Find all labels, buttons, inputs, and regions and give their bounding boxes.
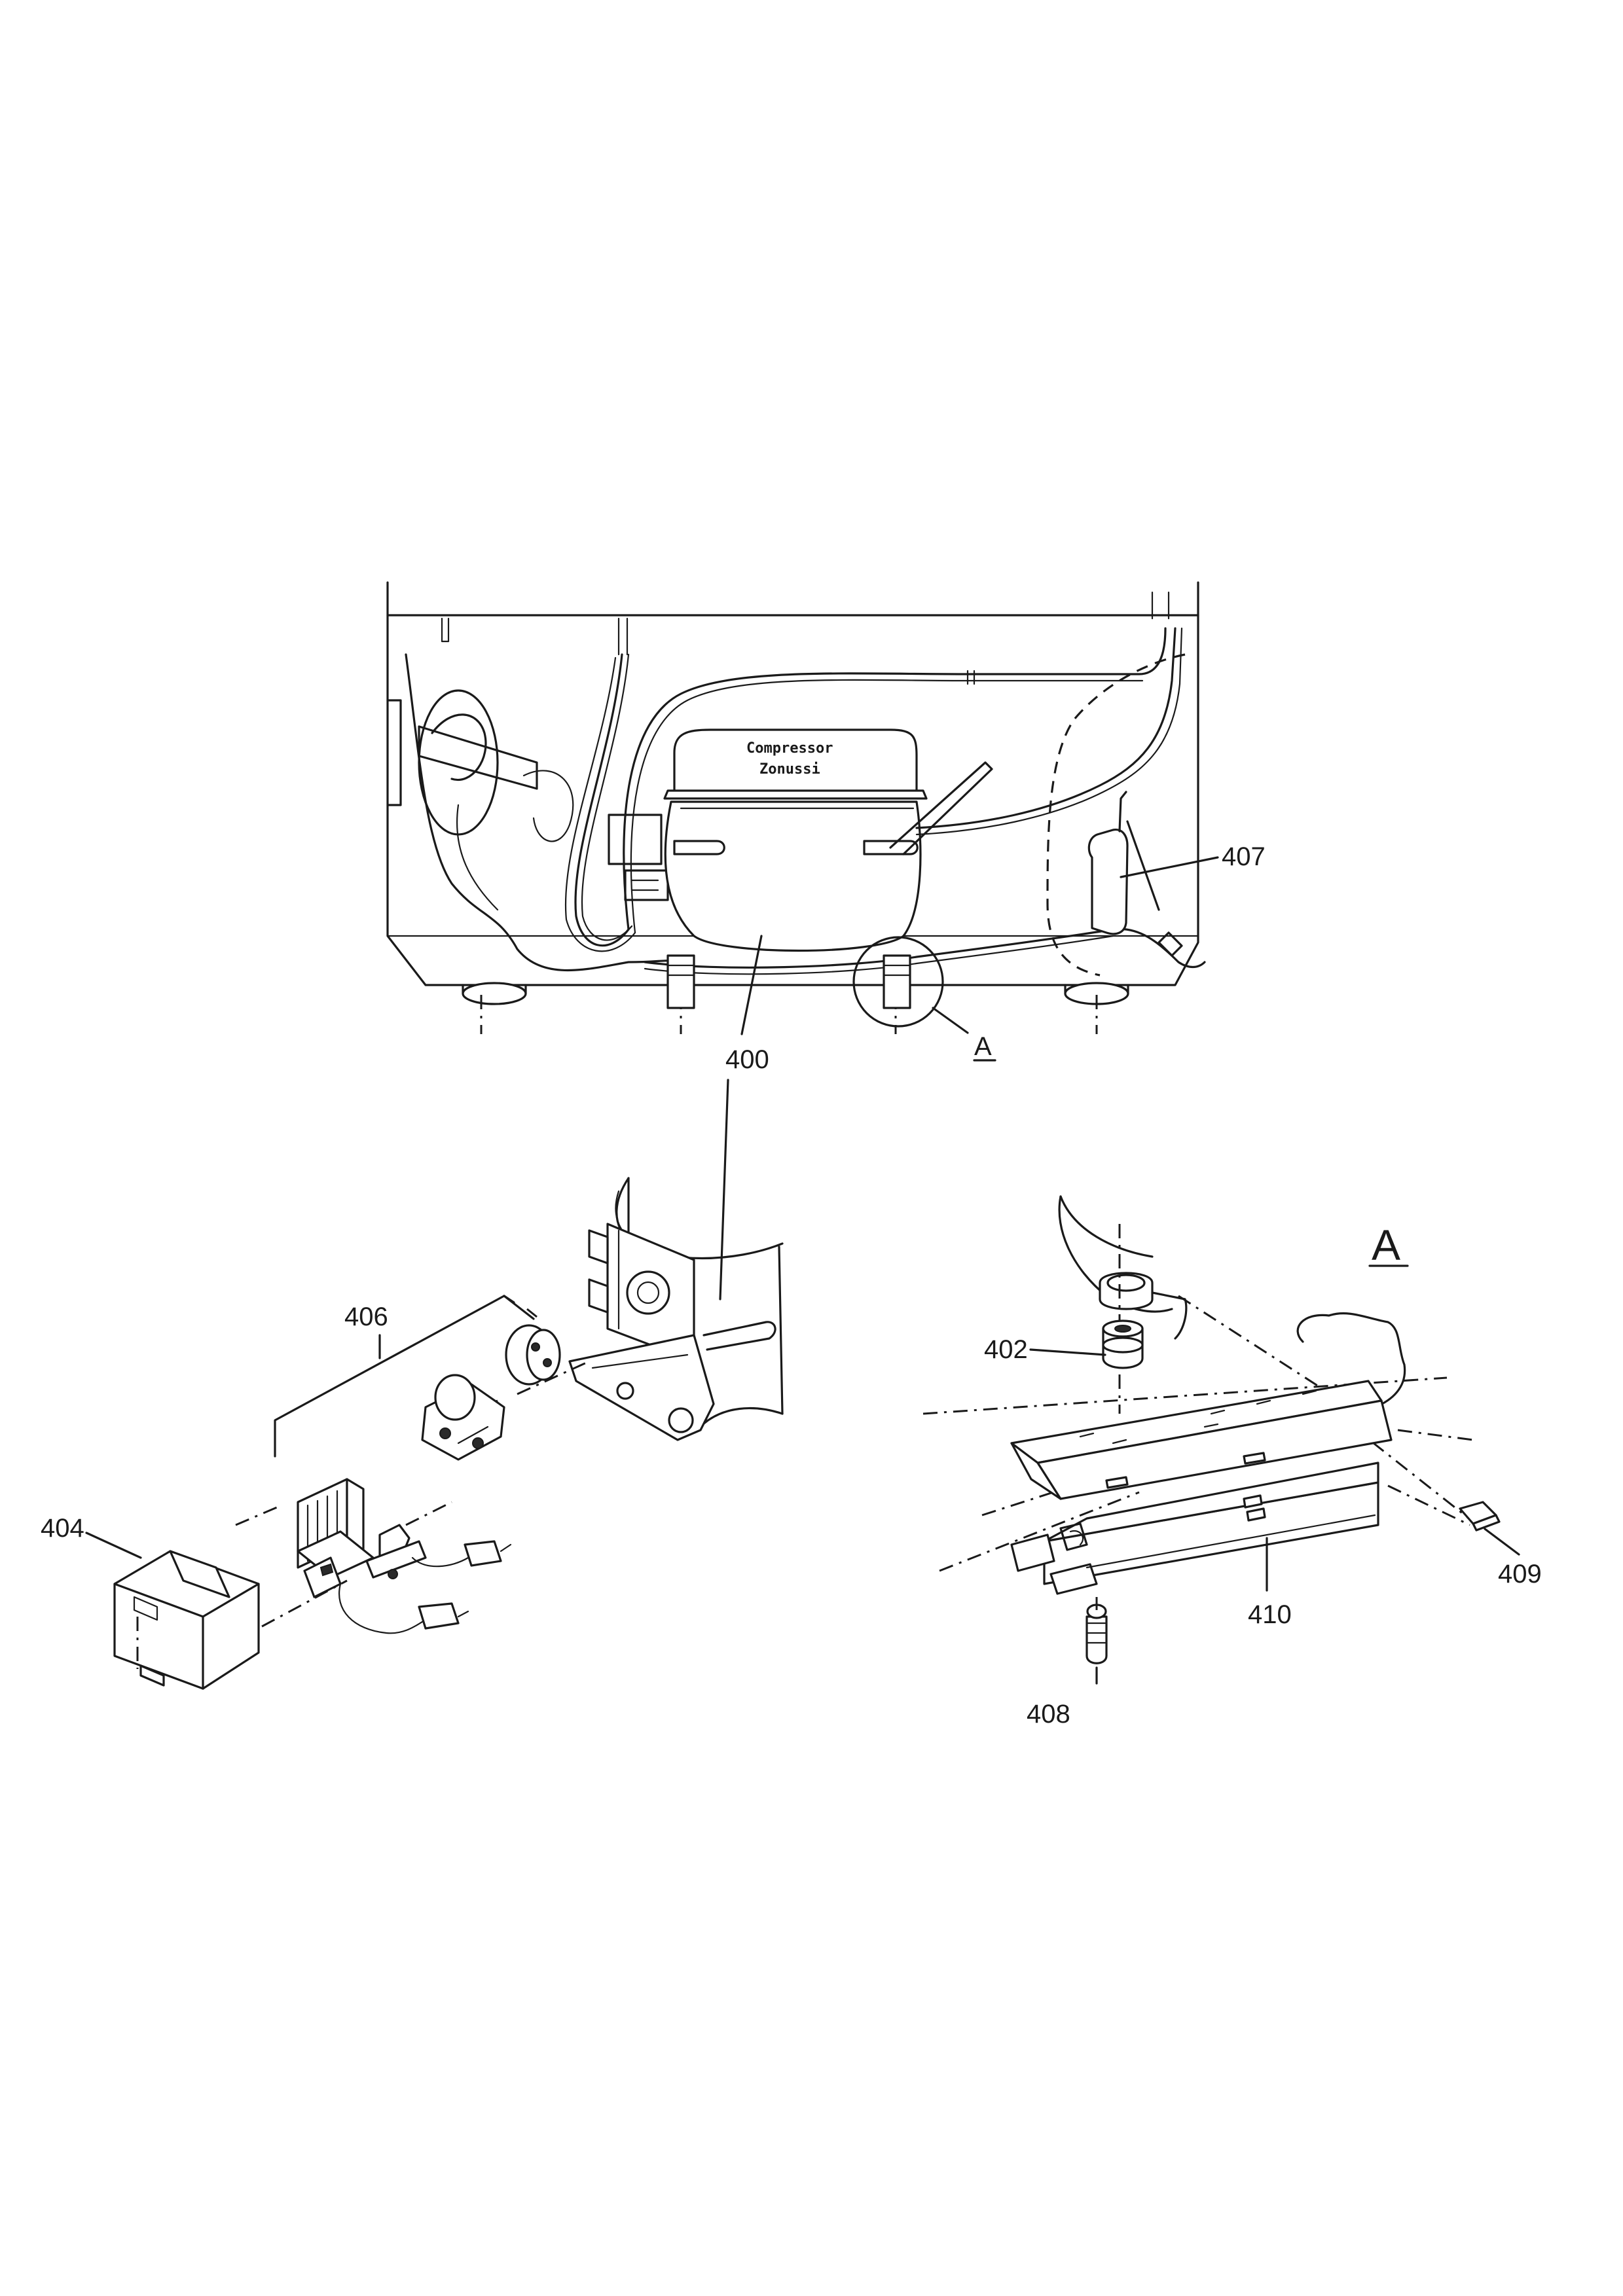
electrical-assembly: [113, 1079, 784, 1690]
callout-a-small: A: [973, 1032, 996, 1062]
svg-text:406: 406: [344, 1302, 388, 1331]
svg-text:408: 408: [1027, 1700, 1070, 1729]
grommet-402: [1102, 1319, 1144, 1369]
terminal-plug: [505, 1324, 561, 1386]
callout-402: 402: [984, 1335, 1106, 1364]
cabinet-assembly: Compressor Zonussi: [386, 581, 1206, 1034]
svg-text:A: A: [974, 1032, 992, 1061]
mount-grommet-right: [883, 954, 911, 1009]
detail-a-assembly: A: [922, 1195, 1501, 1664]
svg-text:407: 407: [1222, 842, 1266, 871]
start-relay: [297, 1478, 374, 1598]
svg-text:410: 410: [1248, 1600, 1292, 1629]
callout-406: 406: [344, 1302, 388, 1359]
svg-text:400: 400: [725, 1045, 769, 1074]
svg-text:409: 409: [1498, 1560, 1542, 1588]
clip-409: [1459, 1501, 1501, 1532]
callout-404: 404: [41, 1514, 142, 1559]
foot-left: [462, 982, 527, 1005]
detail-circle-a: [852, 936, 944, 1028]
mount-grommet-left: [666, 954, 695, 1009]
compressor-body: [673, 728, 918, 793]
callout-400: 400: [725, 935, 769, 1074]
svg-text:404: 404: [41, 1514, 84, 1543]
bolt-408: [1085, 1597, 1108, 1664]
detail-a-title: A: [1372, 1221, 1400, 1269]
callout-409: 409: [1484, 1528, 1542, 1588]
callout-407: 407: [1120, 842, 1266, 878]
filter-drier-407: [1087, 791, 1160, 935]
compressor-label-line2: Zonussi: [759, 761, 820, 778]
relay-cover-404: [113, 1550, 260, 1690]
mounting-rail-410: [1010, 1462, 1379, 1595]
callout-410: 410: [1248, 1537, 1292, 1629]
compressor-label-line1: Compressor: [746, 740, 833, 757]
callout-408: 408: [1027, 1666, 1098, 1729]
svg-text:402: 402: [984, 1335, 1028, 1364]
overload-protector: [421, 1374, 505, 1461]
